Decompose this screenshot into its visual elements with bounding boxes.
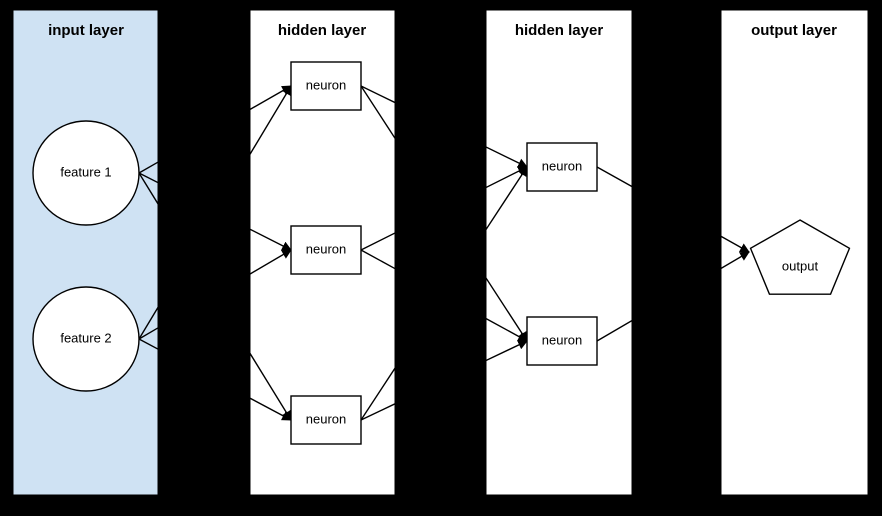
edge-segment-target (250, 85, 292, 156)
node-label: neuron (542, 332, 582, 347)
node-input-1[interactable]: feature 1 (32, 120, 140, 226)
edge-segment-source (360, 232, 395, 251)
node-hidden1-3[interactable]: neuron (290, 395, 362, 445)
edge-segment-target (486, 276, 528, 342)
edge-segment-target (486, 166, 528, 189)
layer-nodes: feature 1 feature 2 neuron neuron neuron neur… (32, 61, 851, 445)
layer-titles: input layer hidden layer hidden layer outpu… (48, 22, 837, 39)
edge-segment-target (721, 235, 750, 253)
edge-segment-target (486, 166, 528, 231)
layer-panel-hidden2 (485, 9, 633, 496)
node-label: neuron (542, 158, 582, 173)
edge-segment-source (596, 319, 632, 342)
layer-title-output: output layer (751, 22, 837, 39)
node-hidden2-2[interactable]: neuron (526, 316, 598, 366)
node-label: neuron (306, 241, 346, 256)
edge-segment-source (360, 366, 395, 421)
node-label: output (782, 258, 819, 273)
edge-segment-source (360, 249, 395, 270)
node-hidden2-1[interactable]: neuron (526, 142, 598, 192)
edge-segment-target (250, 85, 292, 111)
layer-panel-input (12, 9, 159, 496)
edge-segment-source (596, 166, 632, 188)
edge-segment-source (360, 85, 395, 140)
edge-segment-target (486, 340, 528, 362)
connection-edges (138, 85, 750, 421)
edge-segment-source (360, 85, 395, 104)
edge-segment-target (250, 352, 292, 421)
edge-segment-target (486, 146, 528, 168)
node-label: feature 2 (60, 330, 111, 345)
node-label: feature 1 (60, 164, 111, 179)
node-hidden1-2[interactable]: neuron (290, 225, 362, 275)
edge-segment-target (250, 249, 292, 275)
node-output-1[interactable]: output (749, 219, 851, 295)
edge-segment-target (486, 317, 528, 342)
edge-segment-target (250, 397, 292, 421)
layer-title-hidden2: hidden layer (515, 22, 604, 39)
layer-title-hidden1: hidden layer (278, 22, 367, 39)
node-hidden1-1[interactable]: neuron (290, 61, 362, 111)
edge-segment-target (250, 228, 292, 251)
layer-title-input: input layer (48, 22, 124, 39)
node-input-2[interactable]: feature 2 (32, 286, 140, 392)
edge-segment-source (360, 403, 395, 421)
node-label: neuron (306, 411, 346, 426)
edge-segment-target (721, 251, 750, 270)
node-label: neuron (306, 77, 346, 92)
